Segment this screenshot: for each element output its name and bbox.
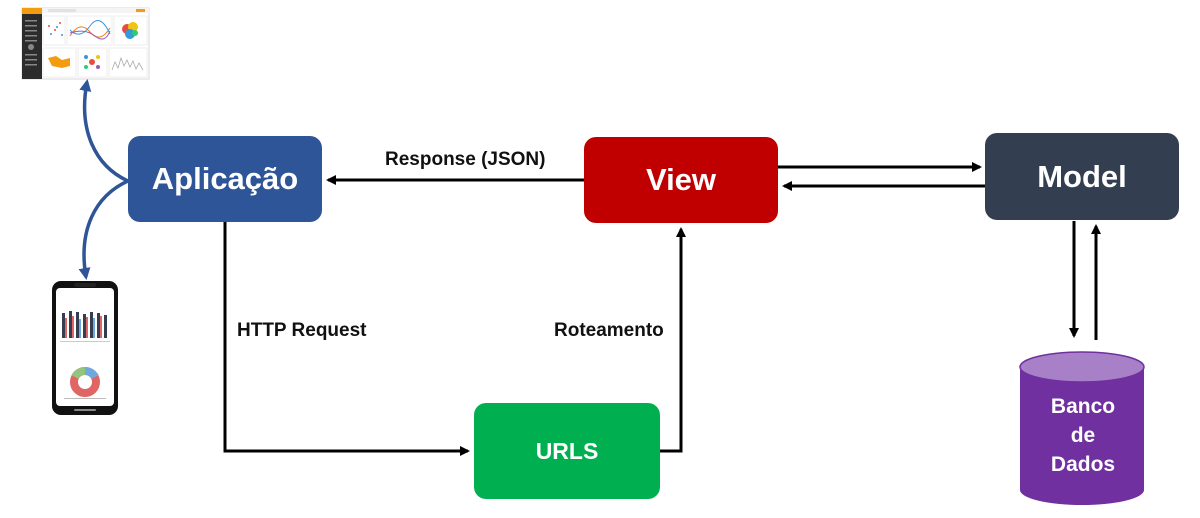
aplicacao-node: Aplicação: [128, 136, 322, 222]
database-label: Banco de Dados: [1021, 392, 1145, 479]
urls-node: URLS: [474, 403, 660, 499]
model-node: Model: [985, 133, 1179, 220]
arrow-to-dashboard: [79, 79, 129, 183]
database-label-line: Dados: [1050, 453, 1116, 476]
arrow-roteamento: [660, 227, 686, 453]
database-cylinder: [1019, 351, 1145, 505]
arrow-to-phone: [78, 179, 129, 280]
database-label-line: de: [1070, 424, 1096, 447]
dashboard-screenshot-icon: [21, 7, 150, 80]
smartphone-icon: [52, 281, 118, 415]
http-request-label: HTTP Request: [237, 320, 367, 341]
database-label-line: Banco: [1050, 395, 1116, 418]
response-label: Response (JSON): [385, 149, 546, 170]
roteamento-label: Roteamento: [554, 320, 664, 341]
arrow-http-request: [223, 222, 470, 456]
view-node: View: [584, 137, 778, 223]
